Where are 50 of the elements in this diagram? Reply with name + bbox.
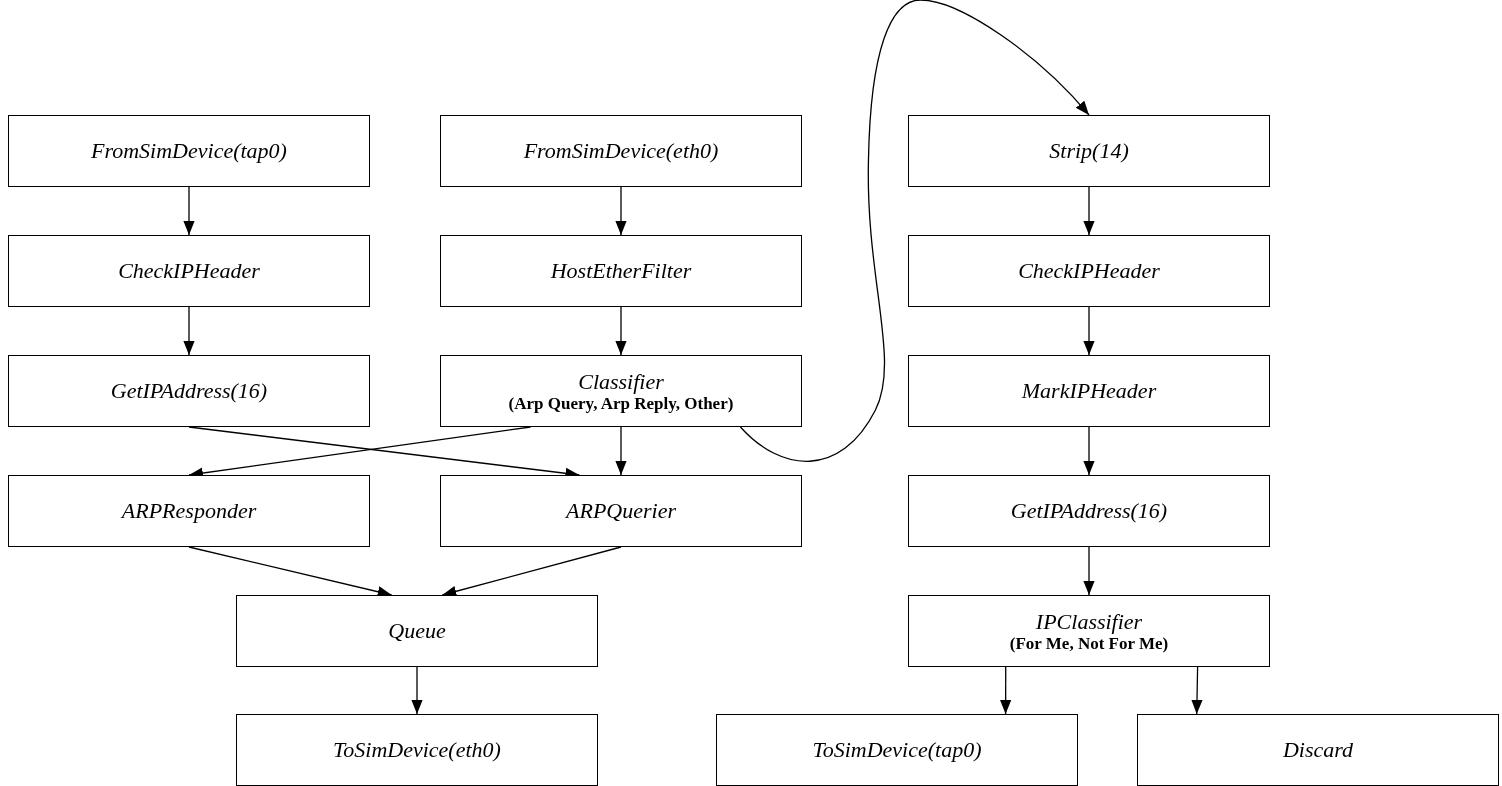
output-ports: (Arp Query, Arp Reply, Other) bbox=[508, 393, 734, 413]
process-box bbox=[1137, 714, 1499, 786]
process-box bbox=[8, 115, 370, 187]
arrow bbox=[615, 186, 627, 236]
element-name: MarkIPHeader bbox=[1021, 379, 1157, 403]
arrow bbox=[1083, 306, 1095, 356]
arrow bbox=[183, 186, 195, 236]
element-name: ToSimDevice(tap0) bbox=[812, 738, 982, 762]
element-name: FromSimDevice(eth0) bbox=[523, 139, 719, 163]
arrow bbox=[615, 426, 627, 476]
process-box bbox=[440, 115, 802, 187]
element-name: FromSimDevice(tap0) bbox=[91, 139, 287, 163]
arrow bbox=[441, 546, 622, 597]
process-box bbox=[236, 714, 598, 786]
element-name: CheckIPHeader bbox=[118, 259, 260, 283]
element-name: Classifier bbox=[578, 369, 664, 394]
element-name: HostEtherFilter bbox=[550, 259, 692, 283]
process-box bbox=[908, 235, 1270, 307]
arrow bbox=[183, 306, 195, 356]
arrow bbox=[1083, 546, 1095, 596]
element-name: GetIPAddress(16) bbox=[1010, 499, 1168, 523]
process-box bbox=[8, 355, 370, 427]
element-name: IPClassifier bbox=[1035, 609, 1143, 634]
element-name: CheckIPHeader bbox=[1018, 259, 1160, 283]
element-name: ToSimDevice(eth0) bbox=[333, 738, 501, 762]
output-ports: (For Me, Not For Me) bbox=[1009, 633, 1169, 653]
element-name: GetIPAddress(16) bbox=[110, 379, 268, 403]
arrow bbox=[1191, 666, 1203, 715]
element-name: ARPResponder bbox=[121, 499, 257, 523]
element-name: Queue bbox=[388, 619, 446, 643]
process-box bbox=[8, 235, 370, 307]
process-box bbox=[908, 355, 1270, 427]
arrow bbox=[1083, 426, 1095, 476]
arrow bbox=[615, 306, 627, 356]
process-box bbox=[440, 235, 802, 307]
arrow bbox=[1083, 186, 1095, 236]
process-box bbox=[236, 595, 598, 667]
process-box bbox=[8, 475, 370, 547]
process-box bbox=[440, 355, 802, 427]
process-box bbox=[908, 595, 1270, 667]
arrow bbox=[1000, 666, 1012, 715]
element-name: ARPQuerier bbox=[566, 499, 676, 523]
arrow bbox=[411, 666, 423, 715]
arrow bbox=[739, 0, 1090, 462]
element-name: Discard bbox=[1282, 738, 1354, 762]
process-box bbox=[908, 115, 1270, 187]
element-name: Strip(14) bbox=[1049, 139, 1129, 163]
process-box bbox=[716, 714, 1078, 786]
process-box bbox=[440, 475, 802, 547]
process-box bbox=[908, 475, 1270, 547]
